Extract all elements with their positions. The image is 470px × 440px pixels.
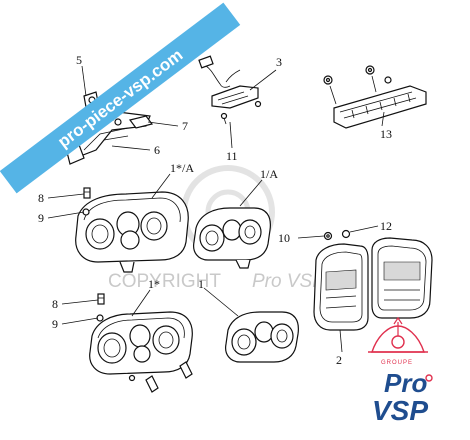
watermark-copyright-brand: Pro VSP xyxy=(252,271,325,292)
leader-2 xyxy=(339,329,343,353)
callout-11: 11 xyxy=(226,149,238,163)
screw-8-top xyxy=(83,187,91,199)
arrow-up-icon xyxy=(393,316,403,325)
callout-9-top: 9 xyxy=(38,211,44,225)
leader-6 xyxy=(111,145,151,151)
leader-1 xyxy=(203,287,239,317)
logo-line-vsp: VSP xyxy=(372,395,428,426)
watermark-copyright-text: COPYRIGHT xyxy=(108,271,221,292)
leader-13 xyxy=(381,111,385,127)
callout-7: 7 xyxy=(182,119,188,133)
leader-9-bottom xyxy=(61,317,99,325)
leader-1-star-a xyxy=(151,173,171,199)
website-banner: pro-piece-vsp.com xyxy=(0,2,241,194)
callout-1-star: 1* xyxy=(148,277,160,291)
leader-9-top xyxy=(47,211,85,219)
callout-10: 10 xyxy=(278,231,290,245)
leader-8-top xyxy=(47,193,85,199)
leader-5 xyxy=(81,65,87,97)
callout-1: 1 xyxy=(198,277,204,291)
cap-12 xyxy=(341,229,351,239)
bottom-screws xyxy=(128,361,193,393)
callout-1-star-a: 1*/A xyxy=(170,161,194,175)
target-ring-icon xyxy=(391,335,405,349)
third-brake-light xyxy=(323,65,427,129)
leader-12 xyxy=(349,225,379,233)
provsp-logo: GROUPE Pro VSP xyxy=(368,316,433,426)
headlamp-1-star xyxy=(89,311,193,375)
leader-10 xyxy=(297,235,325,239)
callout-8-top: 8 xyxy=(38,191,44,205)
callout-13: 13 xyxy=(380,127,392,141)
website-banner-text: pro-piece-vsp.com xyxy=(54,45,186,151)
callout-1-a: 1/A xyxy=(260,167,278,181)
callout-9-bottom: 9 xyxy=(52,317,58,331)
leader-1-a xyxy=(239,179,263,207)
headlamp-1-a xyxy=(193,207,271,269)
leader-1-star xyxy=(131,289,151,317)
logo-line-pro: Pro xyxy=(384,368,427,398)
callout-2: 2 xyxy=(336,353,342,367)
nut-10 xyxy=(323,231,333,241)
rear-lamp-left xyxy=(313,243,369,331)
callout-8-bottom: 8 xyxy=(52,297,58,311)
rear-lamp-right xyxy=(371,237,433,319)
leader-3 xyxy=(249,69,277,91)
callout-12: 12 xyxy=(380,219,392,233)
leader-11 xyxy=(229,121,233,149)
leader-8-bottom xyxy=(61,299,99,305)
callout-3: 3 xyxy=(276,55,282,69)
corner-light-bracket xyxy=(198,55,262,125)
screw-8-bottom xyxy=(97,293,105,305)
headlamp-1 xyxy=(225,311,299,363)
logo-tagline: GROUPE xyxy=(381,360,413,366)
callout-6: 6 xyxy=(154,143,160,157)
headlamp-1-star-a xyxy=(75,191,189,273)
callout-5: 5 xyxy=(76,53,82,67)
leader-7 xyxy=(147,121,179,127)
logo-dot-icon xyxy=(425,374,433,382)
